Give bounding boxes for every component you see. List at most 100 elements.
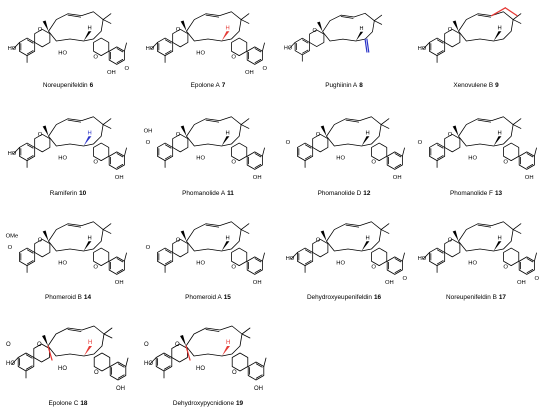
double-bond [25, 365, 33, 370]
methyl-bond-right [533, 147, 537, 157]
pyran-ring-right [371, 247, 388, 267]
double-bond [254, 163, 262, 169]
macrocycle [458, 116, 514, 147]
gem-methyl-a [240, 13, 250, 20]
red-diene-2 [504, 7, 518, 17]
hydroxy-label-mid: HO [336, 156, 345, 162]
aromatic-ring-right [386, 256, 403, 275]
ketone-label-right: O [403, 276, 408, 282]
pyran-ring-left [312, 238, 329, 258]
aromatic-ring-left [297, 247, 314, 267]
hydroxy-label-mid: HO [196, 261, 205, 267]
hydroxy-label-left: HO [8, 46, 17, 52]
compound-name: Epolone A [190, 82, 220, 89]
stereo-hydrogen-label: H [88, 235, 92, 241]
ketone-label-right: O [535, 276, 540, 282]
ring-oxygen-label: O [37, 342, 42, 348]
ring-oxygen-label: O [38, 237, 43, 243]
blue-double-bond-2 [366, 38, 370, 53]
methyl-bond-right [261, 252, 265, 262]
double-bond [254, 258, 262, 263]
pyran-ring-left [172, 238, 189, 258]
macrocycle [186, 11, 242, 42]
stereo-wedge-left [180, 20, 187, 32]
alkene-double-bond [67, 224, 82, 228]
double-bond [526, 163, 534, 169]
lactone-oxygen-label: O [8, 245, 13, 251]
stereo-wedge-left [180, 125, 187, 137]
aromatic-ring-right [108, 151, 125, 170]
double-bond [26, 249, 34, 254]
macrocycle [458, 11, 514, 42]
gem-methyl-b [512, 124, 522, 129]
double-bond [26, 50, 34, 55]
aromatic-ring-left [19, 37, 36, 57]
alkene-double-bond [477, 224, 492, 228]
side-chain-label: OH [144, 128, 153, 134]
hydroxy-label-right: OH [517, 280, 526, 286]
hydroxy-label-right: OH [385, 280, 394, 286]
stereo-wedge-left [452, 125, 459, 137]
stereo-wedge-left [317, 21, 323, 32]
gem-methyl-b [240, 19, 250, 24]
aromatic-ring-right [386, 151, 403, 170]
gem-methyl-a [512, 223, 522, 230]
ring-oxygen-label: O [448, 27, 453, 33]
double-bond [304, 144, 312, 149]
stereo-hydrogen-label: H [88, 25, 92, 31]
ring-oxygen-label: O [448, 237, 453, 243]
macrocycle [48, 11, 104, 42]
alkene-double-bond [345, 119, 360, 123]
stereo-hydrogen-label: H [226, 130, 230, 136]
stereo-wedge-left [42, 20, 49, 32]
hydroxy-label-left: HO [418, 46, 427, 52]
stereo-wedge-left [320, 125, 327, 137]
methyl-bond-right [123, 147, 127, 157]
bond-ho [423, 42, 430, 50]
hydroxy-label-mid: HO [196, 51, 205, 57]
aromatic-ring-left [429, 37, 446, 57]
gem-methyl-a [240, 223, 250, 230]
methyl-bond-right [123, 42, 127, 52]
bond-ho [423, 252, 430, 260]
pyran-ring-right [231, 142, 248, 162]
ring-oxygen-label-right: O [232, 370, 237, 376]
double-bond [526, 153, 534, 158]
pyran-ring-left [444, 238, 461, 258]
compound-number: 8 [359, 82, 363, 89]
compound-name: Ramiferin [49, 190, 78, 197]
hydroxy-label-right: OH [107, 70, 116, 76]
double-bond [164, 50, 172, 55]
aromatic-ring-right [108, 256, 125, 275]
ketone-label-right: O [263, 66, 268, 72]
stereo-hydrogen-label: H [226, 340, 230, 346]
double-bond [302, 49, 309, 54]
methyl-bond-right [125, 357, 129, 367]
double-bond [436, 144, 444, 149]
double-bond [254, 153, 262, 158]
red-methyl-bond [185, 345, 191, 361]
macrocycle [185, 325, 243, 357]
ring-oxygen-label-right: O [93, 265, 98, 271]
double-bond [116, 268, 124, 274]
pyran-ring-left [34, 133, 51, 153]
double-bond [164, 155, 172, 160]
bond-ho [13, 42, 20, 50]
aromatic-ring-right [247, 361, 265, 381]
stereo-hydrogen-label: H [226, 235, 230, 241]
compound-name: Phomeroid A [185, 294, 222, 301]
double-bond [117, 374, 125, 379]
compound-number: 7 [221, 82, 226, 89]
macrocycle [326, 221, 382, 252]
double-bond [163, 365, 171, 370]
ring-oxygen-label-right: O [93, 160, 98, 166]
compound-name: Dehydroxypycnidione [172, 400, 234, 407]
